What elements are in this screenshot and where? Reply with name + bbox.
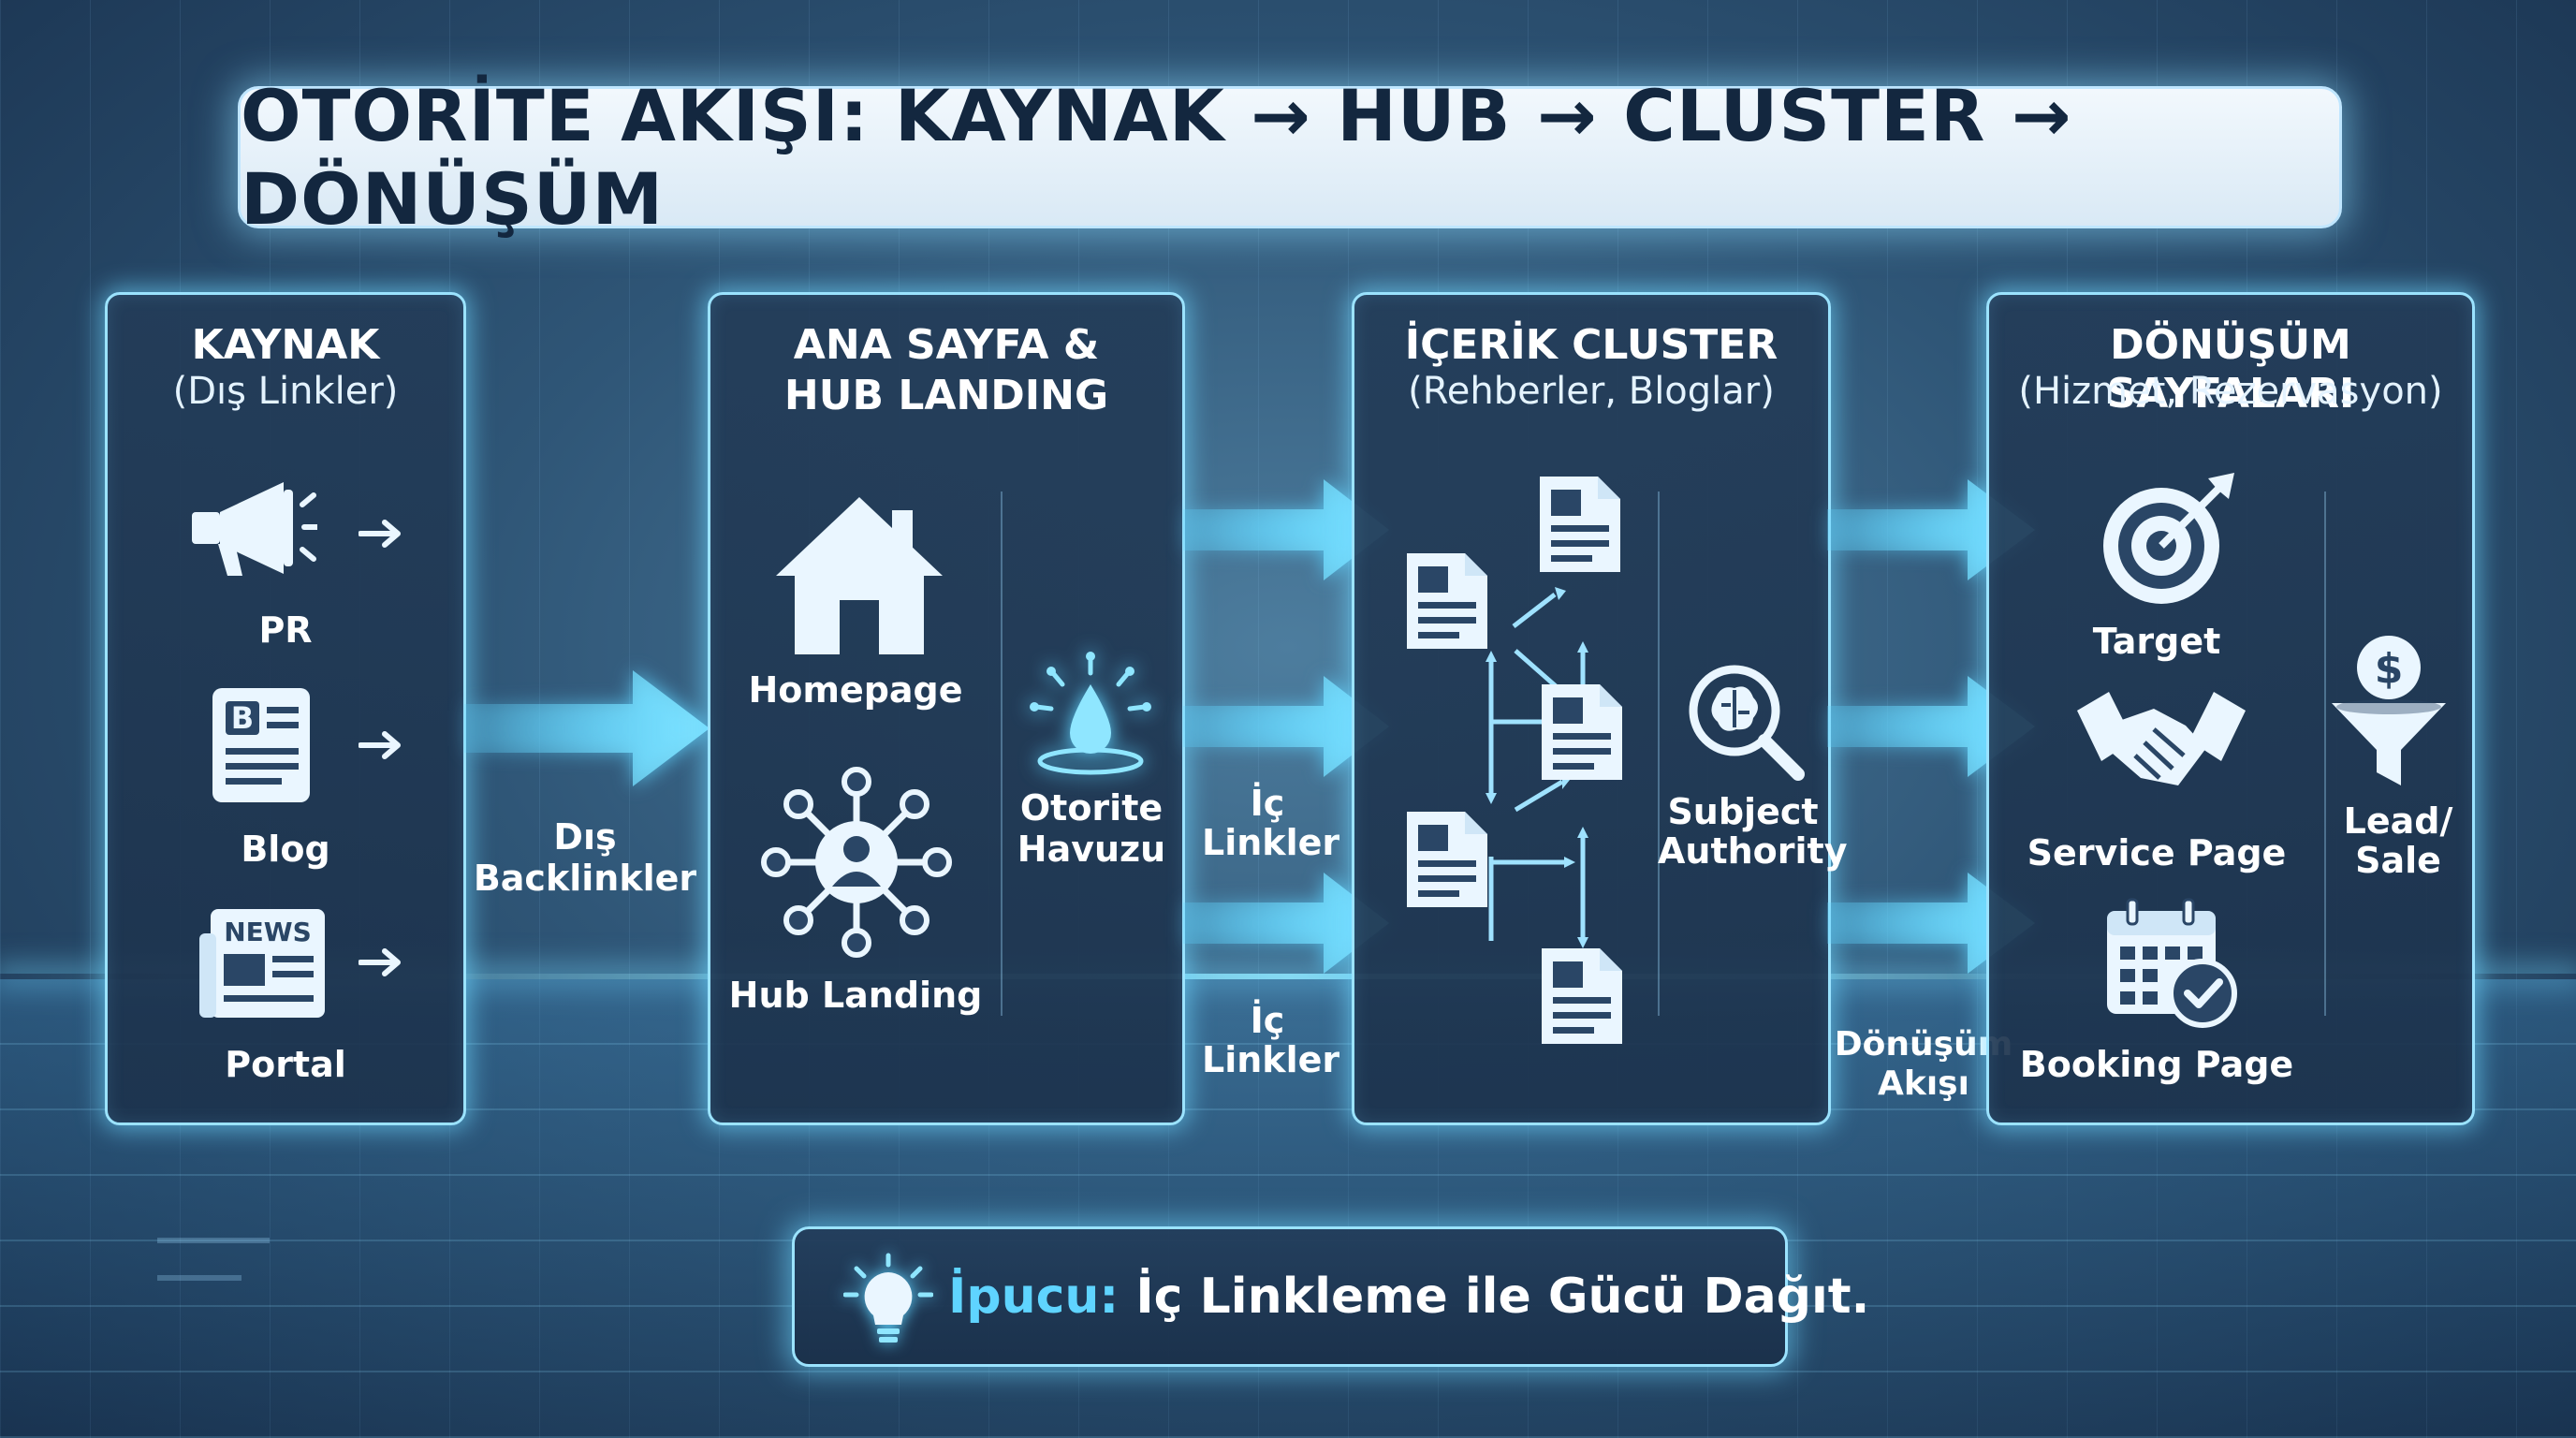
panel-divider (1001, 492, 1003, 1016)
brain-search-icon (1684, 660, 1806, 782)
panel-conversion-subtitle: (Hizmet, Rezervasyon) (2018, 370, 2443, 413)
conversion-item-label: Target (2092, 621, 2221, 662)
lightbulb-icon (843, 1252, 933, 1345)
backlinks-flow-arrow (464, 670, 710, 786)
panel-source-title: KAYNAK (191, 321, 380, 369)
svg-text:$: $ (2375, 645, 2404, 693)
panel-source-subtitle: (Dış Linkler) (172, 370, 399, 413)
lead-sale-line1: Lead/ (2343, 800, 2453, 842)
panel-cluster: İÇERİK CLUSTER (Rehberler, Bloglar) (1352, 292, 1848, 1125)
target-icon (2098, 469, 2238, 609)
document-icon (1403, 550, 1491, 653)
conversion-flow-line2: Akışı (1878, 1064, 1969, 1103)
internal-link-arrow (1183, 873, 1389, 974)
conversion-item-label: Service Page (2027, 832, 2287, 873)
panel-source: KAYNAK (Dış Linkler) PR B (105, 292, 466, 1125)
conversion-item-label: Booking Page (2019, 1044, 2294, 1085)
source-item-label: PR (258, 609, 313, 651)
house-icon (770, 490, 948, 658)
handshake-icon (2075, 688, 2247, 800)
decor-bar (157, 1275, 242, 1281)
internal-link-arrow (1183, 479, 1389, 580)
news-portal-icon: NEWS (198, 905, 329, 1021)
hub-landing-label: Hub Landing (728, 975, 983, 1016)
internal-links-a-line1: İç (1250, 783, 1285, 824)
svg-text:B: B (231, 700, 254, 736)
authority-pool-label-line2: Havuzu (1017, 829, 1166, 870)
panel-divider (2324, 492, 2326, 1016)
diagram-title: OTORİTE AKIŞI: KAYNAK → HUB → CLUSTER → … (241, 74, 2072, 241)
authority-pool-icon (1025, 651, 1156, 782)
tip-box: İpucu: İç Linkleme ile Gücü Dağıt. (792, 1226, 1869, 1367)
svg-text:NEWS: NEWS (224, 917, 312, 947)
tip-text: İpucu: İç Linkleme ile Gücü Dağıt. (948, 1269, 1869, 1325)
panel-divider (1658, 492, 1660, 1016)
panel-conversion: DÖNÜŞÜM SAYFALARI (Hizmet, Rezervasyon) … (1986, 292, 2475, 1125)
arrow-right-icon (359, 729, 405, 761)
blog-document-icon: B (209, 684, 314, 806)
authority-pool-label-line1: Otorite (1019, 787, 1164, 829)
conversion-flow-line1: Dönüşüm (1834, 1025, 2013, 1064)
title-banner: OTORİTE AKIŞI: KAYNAK → HUB → CLUSTER → … (238, 74, 2342, 241)
arrow-right-icon (359, 946, 405, 978)
panel-hub: ANA SAYFA & HUB LANDING Homepage Hub Lan… (708, 292, 1185, 1125)
decor-bar (157, 1238, 270, 1243)
internal-links-b-line1: İç (1250, 1000, 1285, 1041)
arrow-right-icon (359, 518, 405, 550)
document-icon (1403, 808, 1491, 911)
panel-hub-title-line2: HUB LANDING (783, 372, 1109, 419)
subject-authority-line2: Authority (1658, 830, 1848, 872)
panel-hub-title-line1: ANA SAYFA & (793, 321, 1100, 369)
conversion-flow-arrow (1827, 479, 2035, 580)
tip-keyword: İpucu: (948, 1269, 1120, 1325)
source-item-label: Blog (241, 829, 330, 870)
horizon-glow (0, 974, 2576, 979)
internal-links-a-line2: Linkler (1202, 822, 1340, 863)
panel-cluster-subtitle: (Rehberler, Bloglar) (1408, 370, 1775, 413)
internal-link-arrow (1183, 676, 1389, 777)
conversion-flow-arrow (1827, 676, 2035, 777)
conversion-flow-arrow (1827, 873, 2035, 974)
panel-cluster-title: İÇERİK CLUSTER (1404, 321, 1778, 369)
source-item-label: Portal (225, 1044, 346, 1085)
document-icon (1536, 473, 1624, 576)
document-icon (1538, 945, 1626, 1048)
backlinks-label-line1: Dış (553, 816, 617, 858)
internal-links-b-line2: Linkler (1202, 1039, 1340, 1080)
tip-message: İç Linkleme ile Gücü Dağıt. (1119, 1269, 1870, 1325)
calendar-check-icon (2103, 896, 2240, 1029)
subject-authority-line1: Subject (1667, 791, 1819, 832)
megaphone-icon (186, 471, 317, 583)
panel-conversion-title: DÖNÜŞÜM SAYFALARI (2106, 321, 2355, 418)
funnel-dollar-icon: $ (2328, 630, 2450, 791)
lead-sale-line2: Sale (2355, 840, 2441, 881)
homepage-label: Homepage (748, 669, 963, 711)
backlinks-label-line2: Backlinkler (473, 858, 697, 899)
document-icon (1538, 681, 1626, 784)
hub-network-icon (757, 763, 956, 961)
